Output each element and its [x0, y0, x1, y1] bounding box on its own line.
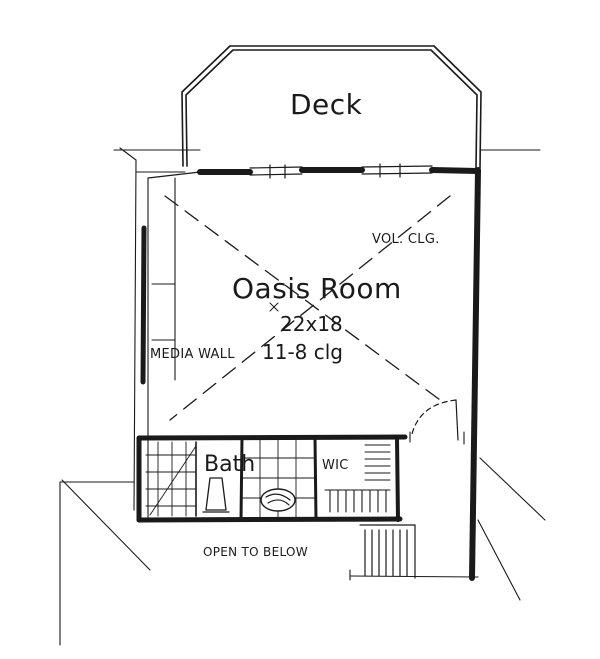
- door-swing: [411, 399, 459, 441]
- open-to-below-note: OPEN TO BELOW: [203, 545, 308, 559]
- toilet-icon: [202, 477, 230, 513]
- wic-label: WIC: [322, 458, 349, 473]
- north-windows: [147, 163, 433, 179]
- stairs: [359, 524, 416, 579]
- oasis-room-ceiling: 11-8 clg: [262, 340, 343, 364]
- sketch-lines: [59, 147, 546, 646]
- deck-outline: [181, 45, 482, 169]
- center-mark: [269, 302, 279, 312]
- oasis-room-size: 22x18: [280, 312, 343, 336]
- oasis-room-walls: [136, 167, 481, 581]
- closet-shelving: [324, 444, 391, 513]
- deck-label: Deck: [290, 88, 363, 121]
- vol-clg-note: VOL. CLG.: [372, 232, 440, 247]
- oasis-room-label: Oasis Room: [232, 272, 402, 305]
- sink-icon: [260, 488, 296, 512]
- bath-label: Bath: [204, 452, 256, 477]
- vaulted-ceiling-lines: [164, 195, 451, 421]
- shower-grid: [145, 441, 197, 517]
- bath-tile-grid: [241, 439, 316, 519]
- media-wall-note: MEDIA WALL: [150, 347, 235, 362]
